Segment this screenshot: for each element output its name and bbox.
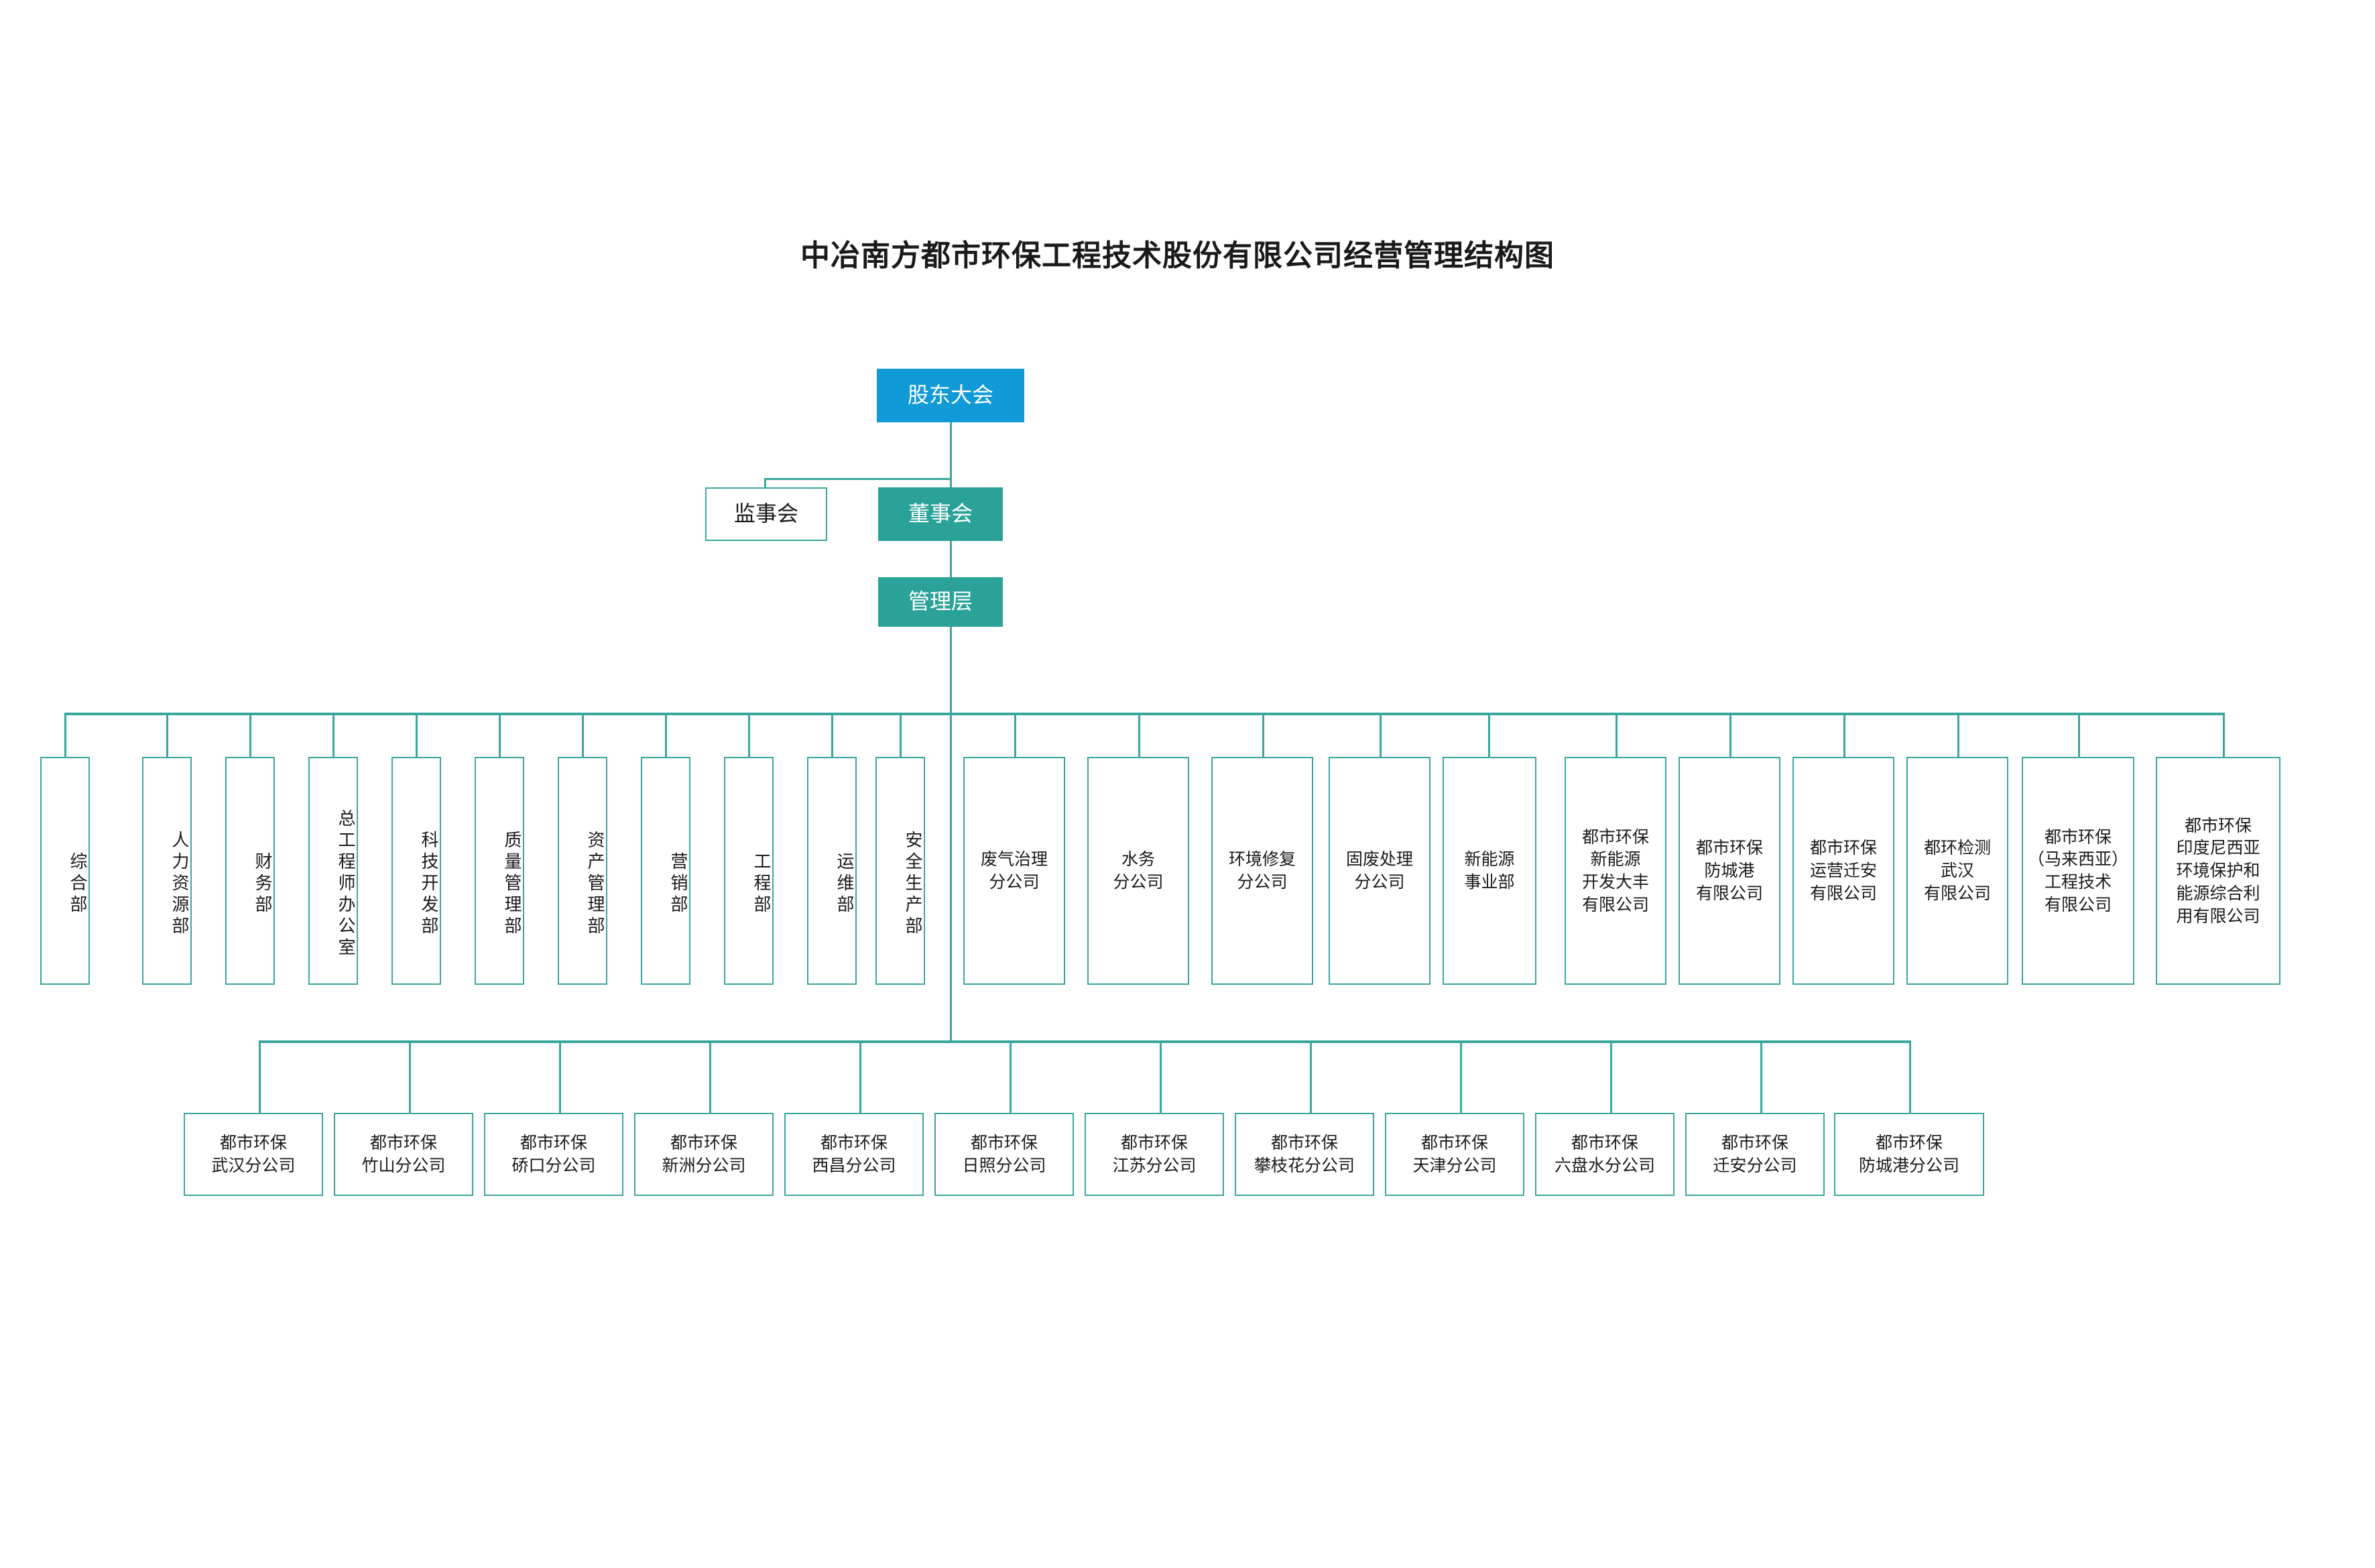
node-department-4[interactable]: 科技开发部 (391, 757, 441, 985)
connector-dept-9 (831, 713, 833, 757)
connector-branch-0 (259, 1040, 261, 1113)
connector-branch-5 (1010, 1040, 1012, 1113)
node-branch-2[interactable]: 都市环保 硚口分公司 (484, 1113, 623, 1196)
node-branch-5[interactable]: 都市环保 日照分公司 (934, 1113, 1074, 1196)
connector-subsidiary-3 (1957, 713, 1959, 757)
node-subsidiary-3[interactable]: 都环检测 武汉 有限公司 (1906, 757, 2008, 985)
connector-unit-3 (1380, 713, 1382, 757)
connector-branch-6 (1160, 1040, 1162, 1113)
node-subsidiary-4[interactable]: 都市环保 （马来西亚） 工程技术 有限公司 (2022, 757, 2134, 985)
connector-department-bus (64, 713, 2223, 715)
node-supervisory-board[interactable]: 监事会 (705, 487, 827, 541)
node-shareholders-meeting[interactable]: 股东大会 (877, 369, 1024, 422)
connector-subsidiary-5 (2223, 713, 2225, 757)
connector-dept-6 (582, 713, 584, 757)
connector-dept-0 (64, 713, 66, 757)
connector-subsidiary-1 (1729, 713, 1731, 757)
node-business-unit-2[interactable]: 环境修复 分公司 (1211, 757, 1313, 985)
node-branch-6[interactable]: 都市环保 江苏分公司 (1085, 1113, 1224, 1196)
connector-shareholders-down (950, 422, 952, 479)
connector-subsidiary-2 (1843, 713, 1845, 757)
node-business-unit-4[interactable]: 新能源 事业部 (1443, 757, 1536, 985)
connector-management-trunk (950, 627, 952, 1042)
node-management[interactable]: 管理层 (878, 577, 1003, 627)
connector-unit-1 (1138, 713, 1140, 757)
node-department-3[interactable]: 总工程师办公室 (308, 757, 358, 985)
node-department-9[interactable]: 运维部 (807, 757, 857, 985)
connector-subsidiary-4 (2078, 713, 2080, 757)
connector-branch-4 (859, 1040, 861, 1113)
node-branch-7[interactable]: 都市环保 攀枝花分公司 (1235, 1113, 1374, 1196)
node-branch-11[interactable]: 都市环保 防城港分公司 (1834, 1113, 1984, 1196)
connector-dept-10 (900, 713, 902, 757)
node-branch-9[interactable]: 都市环保 六盘水分公司 (1535, 1113, 1674, 1196)
node-branch-0[interactable]: 都市环保 武汉分公司 (184, 1113, 323, 1196)
connector-unit-0 (1014, 713, 1016, 757)
node-business-unit-3[interactable]: 固废处理 分公司 (1329, 757, 1430, 985)
node-branch-10[interactable]: 都市环保 迁安分公司 (1685, 1113, 1825, 1196)
node-branch-1[interactable]: 都市环保 竹山分公司 (334, 1113, 473, 1196)
node-board-of-directors[interactable]: 董事会 (878, 487, 1003, 541)
connector-branch-bus (259, 1040, 1909, 1043)
node-business-unit-0[interactable]: 废气治理 分公司 (963, 757, 1065, 985)
connector-dept-2 (249, 713, 251, 757)
node-subsidiary-5[interactable]: 都市环保 印度尼西亚 环境保护和 能源综合利 用有限公司 (2156, 757, 2280, 985)
node-department-7[interactable]: 营销部 (641, 757, 690, 985)
node-branch-8[interactable]: 都市环保 天津分公司 (1385, 1113, 1524, 1196)
connector-dept-5 (499, 713, 501, 757)
connector-dept-4 (416, 713, 418, 757)
connector-subsidiary-0 (1616, 713, 1618, 757)
node-department-10[interactable]: 安全生产部 (875, 757, 925, 985)
node-department-0[interactable]: 综合部 (40, 757, 90, 985)
connector-unit-4 (1488, 713, 1490, 757)
connector-board-to-management (950, 541, 952, 577)
node-department-8[interactable]: 工程部 (724, 757, 774, 985)
connector-branch-8 (1460, 1040, 1462, 1113)
node-business-unit-1[interactable]: 水务 分公司 (1087, 757, 1189, 985)
node-subsidiary-0[interactable]: 都市环保 新能源 开发大丰 有限公司 (1565, 757, 1666, 985)
connector-dept-1 (166, 713, 168, 757)
connector-dept-7 (665, 713, 667, 757)
node-department-1[interactable]: 人力资源部 (142, 757, 192, 985)
connector-branch-9 (1610, 1040, 1612, 1113)
connector-branch-2 (559, 1040, 561, 1113)
node-branch-4[interactable]: 都市环保 西昌分公司 (784, 1113, 924, 1196)
page-title: 中冶南方都市环保工程技术股份有限公司经营管理结构图 (800, 239, 1555, 273)
connector-dept-3 (332, 713, 334, 757)
connector-unit-2 (1262, 713, 1264, 757)
connector-branch-10 (1760, 1040, 1762, 1113)
node-department-2[interactable]: 财务部 (225, 757, 275, 985)
node-branch-3[interactable]: 都市环保 新洲分公司 (634, 1113, 774, 1196)
node-department-5[interactable]: 质量管理部 (475, 757, 524, 985)
node-subsidiary-2[interactable]: 都市环保 运营迁安 有限公司 (1792, 757, 1894, 985)
connector-branch-1 (409, 1040, 411, 1113)
connector-branch-11 (1909, 1040, 1911, 1113)
node-subsidiary-1[interactable]: 都市环保 防城港 有限公司 (1679, 757, 1780, 985)
node-department-6[interactable]: 资产管理部 (558, 757, 607, 985)
connector-dept-8 (748, 713, 750, 757)
connector-supervisory-bus (764, 478, 952, 480)
connector-branch-3 (709, 1040, 711, 1113)
connector-branch-7 (1310, 1040, 1312, 1113)
